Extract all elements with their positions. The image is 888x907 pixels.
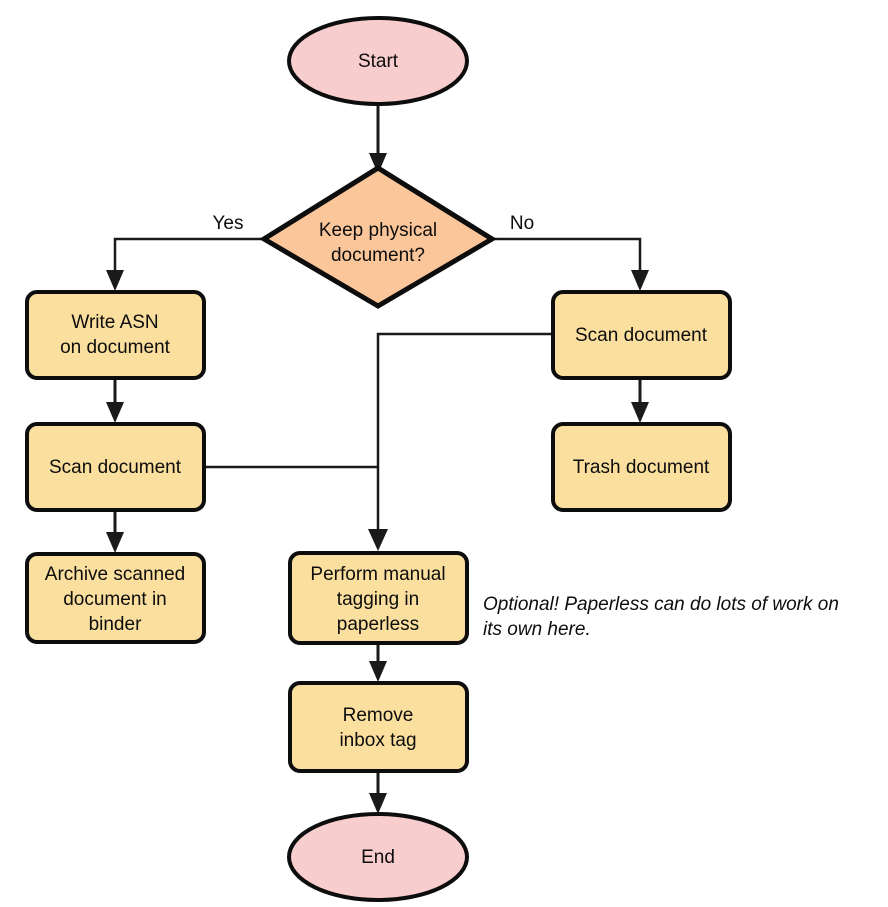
node-write-asn-on-document[interactable]: Write ASN on document <box>25 290 206 380</box>
edge-removeinbox-to-end <box>369 772 387 814</box>
edge-start-to-decision <box>369 105 387 174</box>
node-archive-label-line1: Archive scanned <box>45 564 185 585</box>
node-manual-tagging-label-line1: Perform manual <box>310 564 445 585</box>
node-archive-label-line2: document in <box>63 589 167 610</box>
edge-scanright-to-trash <box>631 378 649 423</box>
node-manual-tagging-label-line3: paperless <box>337 614 419 635</box>
node-decision-label-line2: document? <box>331 245 425 266</box>
node-archive-scanned-document[interactable]: Archive scanned document in binder <box>25 552 206 644</box>
node-start-label: Start <box>358 51 399 72</box>
node-manual-tagging-label-line2: tagging in <box>337 589 419 610</box>
node-end[interactable]: End <box>287 812 469 902</box>
edge-writeasn-to-scanleft <box>106 378 124 423</box>
edge-decision-no <box>492 237 649 291</box>
annotation-note-line2: its own here. <box>483 619 591 640</box>
node-decision-keep-physical-document[interactable]: Keep physical document? <box>259 165 497 309</box>
node-perform-manual-tagging[interactable]: Perform manual tagging in paperless <box>288 551 469 645</box>
edge-scanright-to-merge <box>376 332 552 540</box>
node-scan-document-left[interactable]: Scan document <box>25 422 206 512</box>
node-scan-document-left-label: Scan document <box>49 457 182 478</box>
node-trash-document-label: Trash document <box>573 457 710 478</box>
node-write-asn-label-line2: on document <box>60 337 171 358</box>
node-scan-document-right-label: Scan document <box>575 325 708 346</box>
node-decision-label-line1: Keep physical <box>319 220 437 241</box>
edge-merge-to-manualtagging <box>368 529 388 551</box>
node-scan-document-right[interactable]: Scan document <box>551 290 732 380</box>
edge-label-no: No <box>510 213 534 234</box>
node-remove-inbox-label-line1: Remove <box>343 705 414 726</box>
node-archive-label-line3: binder <box>89 614 142 635</box>
node-write-asn-label-line1: Write ASN <box>71 312 158 333</box>
annotation-note-optional: Optional! Paperless can do lots of work … <box>483 594 839 640</box>
node-remove-inbox-tag[interactable]: Remove inbox tag <box>288 681 469 773</box>
node-start[interactable]: Start <box>287 16 469 106</box>
node-end-label: End <box>361 847 395 868</box>
edge-label-yes: Yes <box>213 213 244 234</box>
edge-decision-yes <box>106 237 262 291</box>
edge-manualtagging-to-removeinbox <box>369 643 387 682</box>
node-remove-inbox-label-line2: inbox tag <box>339 730 416 751</box>
node-trash-document[interactable]: Trash document <box>551 422 732 512</box>
annotation-note-line1: Optional! Paperless can do lots of work … <box>483 594 839 615</box>
edge-scanleft-to-archive <box>106 510 124 553</box>
